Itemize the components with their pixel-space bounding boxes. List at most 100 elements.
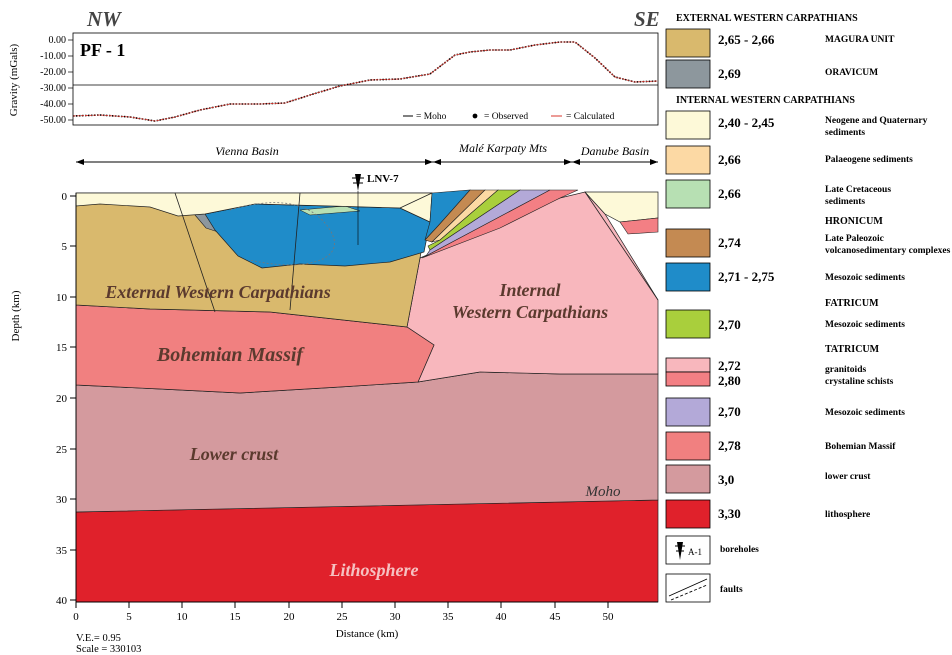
lithosphere-body: [75, 499, 659, 603]
label-tatricum-mesozoic: Mesozoic sediments: [825, 408, 905, 418]
distance-tick: 20: [284, 611, 296, 623]
legend-calculated: = Calculated: [566, 112, 615, 122]
depth-axis-label: Depth (km): [10, 290, 22, 341]
direction-se: SE: [634, 7, 660, 31]
cross-section: LNV-7 External Western Carpathians Inter…: [10, 173, 659, 655]
swatch-lower-crust: [665, 464, 711, 494]
legend-observed: = Observed: [484, 112, 528, 122]
density-schists: 2,80: [718, 373, 741, 388]
label-neogene: Neogene and Quaternary: [825, 116, 928, 126]
density-bohemian: 2,78: [718, 438, 741, 453]
label-bohemian: Bohemian Massif: [825, 442, 896, 452]
swatch-schists: [665, 371, 711, 387]
label-internal-2: Western Carpathians: [452, 302, 608, 322]
distance-tick: 50: [603, 611, 615, 623]
borehole-label: LNV-7: [367, 173, 399, 185]
density-granitoids: 2,72: [718, 358, 741, 373]
swatch-bohemian: [665, 431, 711, 461]
swatch-magura: [665, 28, 711, 58]
distance-tick: 5: [126, 611, 132, 623]
depth-tick: 10: [56, 292, 68, 304]
gravity-ytick: 0.00: [49, 35, 67, 46]
label-lithosphere-legend: lithosphere: [825, 510, 870, 520]
label-paleozoic: Late Paleozoic: [825, 234, 884, 244]
distance-tick: 10: [177, 611, 189, 623]
distance-tick: 35: [443, 611, 455, 623]
legend: EXTERNAL WESTERN CARPATHIANS 2,65 - 2,66…: [665, 13, 951, 603]
profile-label: PF - 1: [80, 40, 125, 60]
legend-hronicum: HRONICUM: [825, 216, 883, 227]
legend-ext-header: EXTERNAL WESTERN CARPATHIANS: [676, 13, 858, 24]
label-late-cretaceous: Late Cretaceous: [825, 185, 891, 195]
label-oravicum: ORAVICUM: [825, 68, 878, 78]
distance-tick: 40: [496, 611, 508, 623]
depth-tick: 30: [56, 494, 68, 506]
label-boreholes: boreholes: [720, 545, 759, 555]
swatch-paleozoic: [665, 228, 711, 258]
gravity-ylabel: Gravity (mGals): [8, 43, 20, 116]
depth-ticks: 0 5 10 15 20 25 30 35 40: [56, 191, 76, 607]
region-vienna-basin: Vienna Basin: [215, 144, 278, 158]
label-fatricum: Mesozoic sediments: [825, 320, 905, 330]
label-lower-crust: Lower crust: [189, 444, 280, 464]
late-cretaceous-body: [299, 205, 361, 216]
gravity-ytick: -10.00: [40, 51, 66, 62]
legend-fatricum: FATRICUM: [825, 298, 879, 309]
gravity-ytick: -20.00: [40, 67, 66, 78]
legend-moho: = Moho: [416, 112, 447, 122]
swatch-neogene: [665, 110, 711, 140]
label-lithosphere: Lithosphere: [328, 560, 418, 580]
gravity-ytick: -50.00: [40, 115, 66, 126]
legend-int-header: INTERNAL WESTERN CARPATHIANS: [676, 95, 855, 106]
fault-dashed-icon: [670, 584, 708, 601]
distance-ticks: 0 5 10 15 20 25 30 35 40 45 50: [73, 602, 614, 623]
label-internal-1: Internal: [498, 280, 560, 300]
observed-curve: [72, 41, 659, 122]
label-palaeogene: Palaeogene sediments: [825, 155, 913, 165]
gravity-ytick: -30.00: [40, 83, 66, 94]
distance-axis-label: Distance (km): [336, 628, 399, 640]
density-fatricum: 2,70: [718, 317, 741, 332]
label-bohemian-massif: Bohemian Massif: [156, 344, 305, 366]
label-external-carpathians: External Western Carpathians: [104, 282, 330, 302]
region-labels: Vienna Basin Malé Karpaty Mts Danube Bas…: [76, 141, 658, 165]
region-danube-basin: Danube Basin: [580, 144, 649, 158]
swatch-mesozoic-blue: [665, 262, 711, 292]
label-neogene-2: sediments: [825, 128, 865, 138]
gravity-ytick: -40.00: [40, 99, 66, 110]
gravity-panel: NW SE PF - 1 0.00 -10.00 -20.00 -30.00 -…: [8, 7, 660, 126]
direction-nw: NW: [86, 7, 122, 31]
swatch-boreholes: [665, 535, 711, 565]
density-neogene: 2,40 - 2,45: [718, 115, 775, 130]
distance-tick: 30: [390, 611, 402, 623]
calculated-curve: [72, 41, 659, 122]
density-magura: 2,65 - 2,66: [718, 32, 775, 47]
schist-danube-body: [619, 217, 659, 235]
density-paleozoic: 2,74: [718, 235, 741, 250]
distance-tick: 45: [550, 611, 562, 623]
density-palaeogene: 2,66: [718, 152, 741, 167]
swatch-oravicum: [665, 59, 711, 89]
fault-lines: [174, 191, 659, 313]
distance-tick: 25: [337, 611, 349, 623]
vertical-exaggeration: V.E.= 0.95: [76, 633, 121, 644]
depth-tick: 15: [56, 342, 68, 354]
observed-dot-icon: [472, 113, 478, 119]
swatch-granitoids: [665, 357, 711, 373]
label-moho: Moho: [585, 484, 621, 500]
swatch-fatricum: [665, 309, 711, 339]
distance-tick: 15: [230, 611, 242, 623]
density-lithosphere: 3,30: [718, 506, 741, 521]
label-faults: faults: [720, 585, 743, 595]
density-late-cretaceous: 2,66: [718, 186, 741, 201]
paleozoic-body: [424, 189, 486, 243]
swatch-lithosphere: [665, 499, 711, 529]
depth-tick: 0: [62, 191, 68, 203]
borehole-symbol-text: A-1: [688, 547, 702, 557]
label-lower-crust-legend: lower crust: [825, 472, 871, 482]
label-magura: MAGURA UNIT: [825, 35, 895, 45]
scale-label: Scale = 330103: [76, 644, 141, 655]
swatch-late-cretaceous: [665, 179, 711, 209]
depth-tick: 25: [56, 444, 68, 456]
